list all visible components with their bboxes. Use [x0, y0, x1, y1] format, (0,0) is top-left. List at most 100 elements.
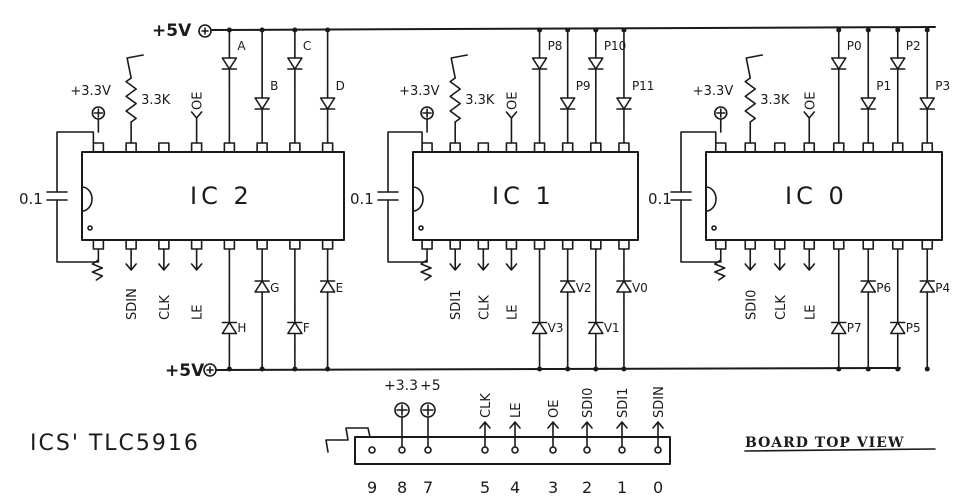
led-bottom-label: V3	[548, 321, 564, 335]
bottom-signal-label: SDI1	[449, 290, 464, 320]
led-top-label: P3	[935, 79, 950, 93]
header-pin-number: 3	[548, 478, 558, 497]
bottom-pin	[92, 239, 105, 250]
bottom-rail-wire	[215, 367, 901, 371]
header-signal-arrow	[581, 421, 593, 448]
rail-junction	[565, 27, 571, 33]
led-top-P1	[860, 87, 877, 121]
signal-arrow	[449, 248, 461, 271]
led-bottom-label: V2	[576, 281, 592, 295]
header-pin-number: 7	[423, 478, 433, 497]
header-pin-hole	[424, 446, 432, 454]
cap-label: 0.1	[19, 190, 43, 208]
led-top-label: P11	[632, 79, 655, 93]
rail-junction	[895, 27, 901, 33]
rail-junction	[593, 366, 599, 372]
vcc-label: +3.3V	[693, 84, 734, 99]
led-bottom-label: F	[303, 321, 310, 335]
top-pin	[92, 142, 105, 153]
board-view-underline	[744, 448, 936, 452]
bottom-pin	[862, 239, 875, 250]
top-pin	[256, 142, 268, 153]
oe-arrow	[803, 111, 816, 144]
top-pin	[590, 142, 602, 153]
top-rail-wire	[211, 26, 936, 31]
top-pin	[421, 142, 433, 153]
cap-wire-top	[56, 131, 95, 193]
signal-arrow	[803, 248, 816, 271]
header-pin-hole	[398, 446, 406, 454]
rail-junction	[924, 366, 930, 372]
led-bottom-F	[287, 309, 303, 346]
header-pin-hole	[583, 446, 591, 454]
pin1-marker	[87, 225, 93, 231]
cap-wire-bottom	[387, 199, 428, 263]
cap-wire-bottom	[56, 199, 100, 263]
header-pin-number: 4	[510, 478, 520, 497]
header-pin-hole	[481, 446, 489, 454]
top-pin	[477, 142, 490, 153]
led-top-label: P10	[604, 39, 627, 53]
rail-junction	[836, 366, 842, 372]
led-top-label: P0	[847, 39, 862, 53]
header-pin-number: 8	[397, 478, 407, 497]
header-signal-arrow	[616, 421, 628, 448]
top-pin	[773, 142, 786, 153]
top-rail-terminal	[198, 24, 212, 38]
chip-notch	[412, 186, 424, 212]
header-pin-hole	[368, 446, 376, 454]
led-bottom-P7	[830, 309, 847, 346]
bottom-pin	[321, 239, 334, 250]
header-pin-number: 2	[582, 478, 592, 497]
rail-junction	[836, 27, 842, 33]
bottom-pin	[421, 239, 433, 250]
top-pin	[921, 142, 934, 153]
bottom-signal-label: SDI0	[744, 290, 759, 320]
bottom-pin	[125, 239, 137, 250]
bottom-signal-label: CLK	[774, 295, 789, 320]
bottom-pin	[477, 239, 490, 250]
led-top-label: P9	[576, 79, 591, 93]
signal-arrow	[744, 248, 757, 271]
top-rail-label: +5V	[152, 21, 192, 41]
rail-junction	[226, 27, 232, 33]
header-pin-hole	[654, 446, 662, 454]
top-pin	[190, 142, 203, 153]
top-pin	[158, 142, 170, 153]
led-top-label: C	[303, 39, 311, 53]
rail-junction	[621, 366, 627, 372]
bottom-5v-rail: +5V	[165, 361, 901, 381]
bottom-pin	[158, 239, 170, 250]
chip-label: IC 0	[785, 182, 848, 210]
resistor	[449, 77, 461, 123]
ground-symbol	[713, 259, 726, 281]
bottom-pin	[832, 239, 845, 250]
bottom-pin	[223, 239, 236, 250]
top-pin	[891, 142, 904, 153]
header-signal-label: OE	[547, 400, 562, 418]
header-pin-number: 5	[480, 478, 490, 497]
led-top-P0	[830, 47, 847, 81]
chip-notch	[705, 186, 717, 212]
ground-symbol	[420, 259, 432, 281]
resistor	[125, 77, 137, 123]
led-bottom-label: P4	[935, 281, 950, 295]
bottom-pin	[190, 239, 203, 250]
led-bottom-P4	[919, 269, 936, 303]
rail-junction	[292, 27, 298, 33]
top-pin	[125, 142, 137, 153]
led-top-label: P1	[876, 79, 891, 93]
led-bottom-label: G	[270, 281, 279, 295]
rail-junction	[537, 366, 543, 372]
rail-junction	[537, 27, 543, 33]
rail-junction	[621, 27, 627, 33]
board-view-label: BOARD TOP VIEW	[745, 435, 905, 451]
bottom-pin	[590, 239, 602, 250]
bottom-pin	[561, 239, 574, 250]
header-power-label: +5	[420, 378, 441, 394]
led-bottom-label: P7	[847, 321, 862, 335]
led-bottom-label: E	[336, 281, 344, 295]
